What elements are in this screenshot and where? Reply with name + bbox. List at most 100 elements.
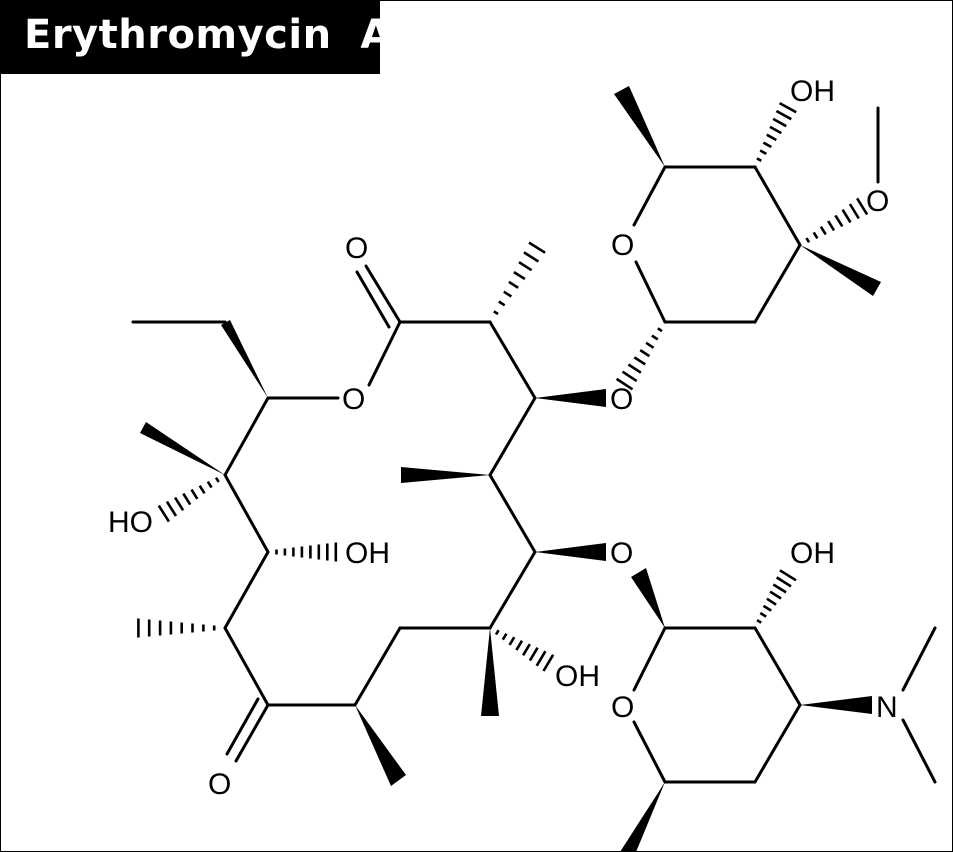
wedge-bonds xyxy=(140,86,881,852)
hash-segment xyxy=(528,647,539,662)
hash-segment xyxy=(805,237,811,244)
hashed-bonds xyxy=(137,101,869,672)
hash-segment xyxy=(766,133,777,142)
hash-segment xyxy=(157,504,170,523)
hash-segment xyxy=(756,157,762,162)
bond xyxy=(753,703,802,784)
wedge-bond xyxy=(221,320,268,398)
bond xyxy=(632,626,667,692)
wedge-bond xyxy=(800,245,881,296)
bond xyxy=(223,396,270,477)
hash-segment xyxy=(657,327,663,333)
hash-segment xyxy=(174,496,185,511)
hash-segment xyxy=(827,220,836,232)
hash-segment xyxy=(775,109,792,121)
hash-segment xyxy=(759,149,767,156)
hash-segment xyxy=(493,310,499,316)
hash-segment xyxy=(769,125,782,135)
bond xyxy=(901,718,937,784)
atom-oh-cladinose: OH xyxy=(790,75,835,108)
hash-segment xyxy=(508,280,519,289)
hash-segment xyxy=(503,290,513,298)
bond xyxy=(753,626,802,707)
bond xyxy=(488,320,537,400)
hash-segment xyxy=(633,356,646,366)
wedge-bond xyxy=(620,782,665,852)
bond xyxy=(632,165,667,227)
hash-segment xyxy=(639,349,651,358)
hash-segment xyxy=(165,500,178,517)
atom-o-ketone: O xyxy=(208,768,231,801)
bond xyxy=(634,260,667,324)
hash-segment xyxy=(523,251,540,263)
bond xyxy=(753,165,802,247)
wedge-bond xyxy=(631,568,665,628)
title-banner: Erythromycin A xyxy=(0,0,391,74)
hash-segment xyxy=(515,640,524,651)
hash-segment xyxy=(190,488,199,500)
bond xyxy=(901,626,937,692)
wedge-bond xyxy=(140,422,225,475)
hash-segment xyxy=(855,197,869,216)
single-bonds xyxy=(131,106,937,784)
hash-segment xyxy=(762,141,772,149)
wedge-bond xyxy=(401,467,490,483)
wedge-bond xyxy=(535,389,606,407)
hash-segment xyxy=(621,370,638,383)
hash-segment xyxy=(848,203,860,220)
bond xyxy=(364,264,402,324)
bond xyxy=(353,626,402,707)
bond xyxy=(488,396,537,477)
hash-segment xyxy=(772,583,787,594)
hash-segment xyxy=(513,270,526,281)
hash-segment xyxy=(528,241,546,254)
hash-segment xyxy=(762,604,772,612)
hash-segment xyxy=(508,636,516,646)
hash-segment xyxy=(535,650,547,667)
bond xyxy=(632,720,667,784)
hash-segment xyxy=(494,629,500,636)
bond xyxy=(367,320,402,387)
hash-segment xyxy=(766,597,777,606)
hash-segment xyxy=(615,377,634,391)
wedge-bond xyxy=(481,628,499,716)
hash-segment xyxy=(498,300,506,307)
hash-segment xyxy=(501,633,508,641)
hash-segment xyxy=(542,654,555,672)
atom-ho-left: HO xyxy=(108,506,153,539)
hash-segment xyxy=(834,214,844,228)
hash-segment xyxy=(198,485,206,494)
hash-segment xyxy=(779,569,797,582)
hash-segment xyxy=(769,590,782,600)
hash-segment xyxy=(756,618,762,624)
atom-o-desosamine-ring: O xyxy=(611,691,634,724)
hash-segment xyxy=(214,476,220,483)
hash-segment xyxy=(627,363,642,374)
hash-segment xyxy=(759,611,767,618)
wedge-bond xyxy=(614,86,665,167)
atom-n-dimethylamino: N xyxy=(876,691,898,724)
hash-segment xyxy=(182,492,192,506)
hash-segment xyxy=(778,101,797,114)
wedge-bond xyxy=(535,543,606,561)
bond xyxy=(488,473,537,554)
hash-segment xyxy=(645,341,655,349)
atom-oh-c6: OH xyxy=(555,660,600,693)
atom-oh-desosamine: OH xyxy=(790,537,835,570)
atom-o-cladinose-ring: O xyxy=(611,229,634,262)
bond xyxy=(223,473,270,554)
diagram-title: Erythromycin A xyxy=(24,12,392,58)
hash-segment xyxy=(775,576,792,588)
atom-oh-mid: OH xyxy=(345,537,390,570)
wedge-bond xyxy=(800,696,872,714)
hash-segment xyxy=(772,117,787,128)
atom-labels: O O O O O OH O O OH N HO OH OH O xyxy=(108,75,898,801)
atom-o-methoxy: O xyxy=(866,185,889,218)
bond xyxy=(234,703,270,763)
atom-o-glycosidic-top: O xyxy=(610,383,633,416)
atom-o-ester: O xyxy=(342,383,365,416)
bond xyxy=(753,243,802,324)
atom-o-carbonyl: O xyxy=(345,232,368,265)
hash-segment xyxy=(812,231,819,239)
